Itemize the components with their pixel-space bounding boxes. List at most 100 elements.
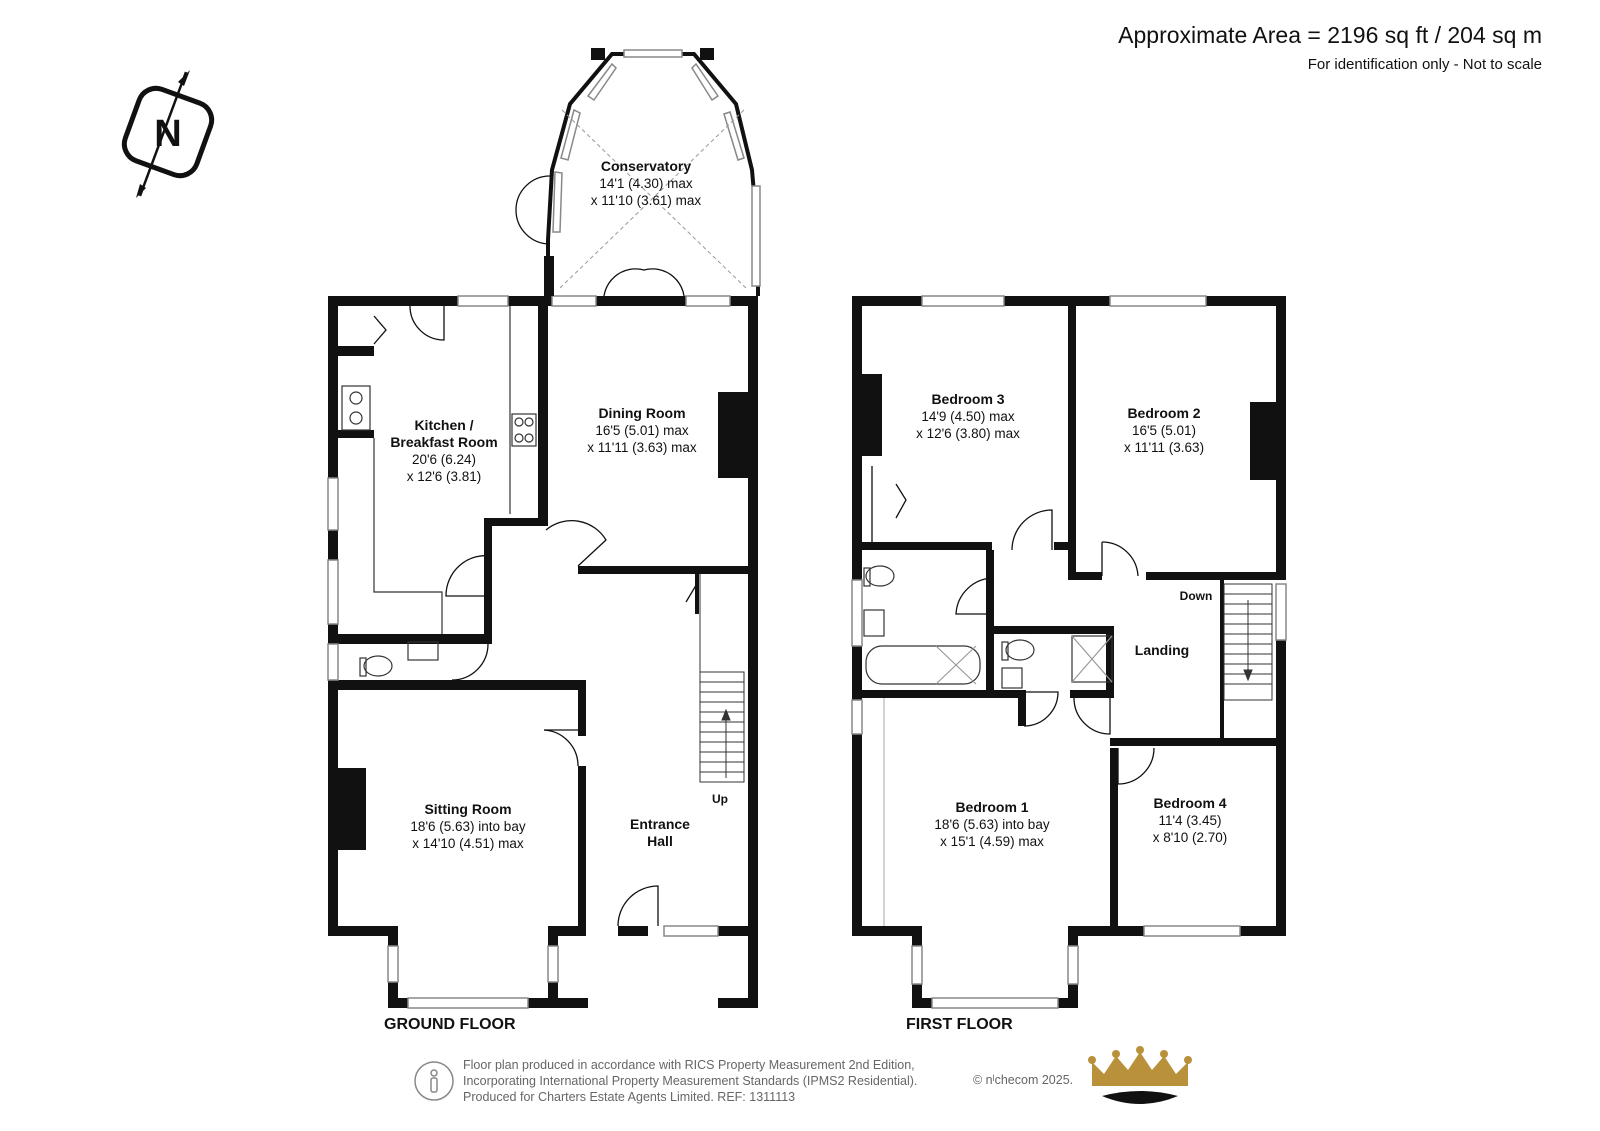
room-dim: x 15'1 (4.59) max: [940, 834, 1044, 849]
ground-floor-plan: [328, 296, 758, 1008]
wall: [484, 518, 492, 644]
footer-notes: Floor plan produced in accordance with R…: [463, 1057, 917, 1105]
wall: [852, 650, 862, 690]
room-dim: 20'6 (6.24): [412, 452, 476, 467]
worktop-edge: [373, 438, 443, 634]
first-floor-doors: [871, 466, 1155, 926]
window: [691, 62, 720, 102]
hob-icon: [511, 413, 537, 447]
first-floor-plan: [852, 296, 1286, 1008]
room-dim: 14'1 (4.30) max: [599, 176, 693, 191]
window: [911, 945, 923, 985]
door-swing: [445, 554, 493, 597]
window: [1275, 583, 1287, 641]
room-dim: x 12'6 (3.81): [407, 469, 482, 484]
first-stairs: [1223, 583, 1273, 701]
room-name-bedroom4: Bedroom 4: [1153, 795, 1226, 811]
footer-line: Floor plan produced in accordance with R…: [463, 1058, 915, 1072]
wall: [328, 926, 388, 936]
wall: [548, 926, 578, 936]
window: [552, 171, 563, 233]
ground-floor-label: GROUND FLOOR: [384, 1016, 516, 1033]
room-name-hall: Hall: [647, 833, 673, 849]
basin-icon: [863, 609, 885, 637]
door-swing: [1011, 509, 1053, 551]
window: [751, 185, 761, 287]
window: [547, 945, 559, 983]
wall: [388, 998, 408, 1008]
wall: [986, 550, 994, 690]
wall: [338, 430, 374, 438]
room-name-dining: Dining Room: [598, 405, 685, 421]
room-dim: 14'9 (4.50) max: [921, 409, 1015, 424]
conservatory-doors: [515, 175, 551, 245]
wall: [1146, 572, 1286, 580]
window: [663, 925, 719, 937]
room-name-kitchen: Breakfast Room: [390, 434, 497, 450]
wardrobe-door: [895, 483, 907, 519]
room-name-sitting: Sitting Room: [424, 801, 511, 817]
wall: [328, 296, 538, 306]
room-name-bedroom2: Bedroom 2: [1127, 405, 1200, 421]
wall: [852, 926, 912, 936]
basin-icon: [1001, 667, 1023, 689]
wall: [578, 680, 586, 736]
wall: [862, 690, 1024, 698]
wall: [1220, 578, 1224, 738]
room-name-kitchen: Kitchen /: [414, 417, 473, 433]
kitchen-fittings: [341, 306, 537, 677]
cupboard-door: [373, 315, 387, 345]
door-swing: [543, 729, 579, 767]
bath-icon: [865, 645, 981, 685]
window: [457, 295, 509, 307]
wall: [328, 634, 488, 644]
north-letter: N: [154, 113, 181, 155]
room-name-hall: Entrance: [630, 816, 690, 832]
wall: [328, 680, 586, 690]
wall: [1054, 542, 1076, 550]
ground-floor-doors: [373, 268, 699, 927]
stairs-down-label: Down: [1180, 589, 1213, 603]
room-dim: x 14'10 (4.51) max: [412, 836, 524, 851]
window: [723, 111, 745, 161]
room-dim: 11'4 (3.45): [1158, 813, 1221, 828]
copyright-notice: © nˡchecom 2025.: [973, 1073, 1074, 1087]
room-dim: 16'5 (5.01): [1132, 423, 1196, 438]
wall: [1110, 748, 1118, 936]
door-swing: [1073, 697, 1111, 735]
approximate-area: Approximate Area = 2196 sq ft / 204 sq m: [1118, 22, 1542, 48]
room-dim: x 12'6 (3.80) max: [916, 426, 1020, 441]
window: [931, 997, 1059, 1009]
wall: [1106, 626, 1114, 698]
window: [851, 699, 863, 735]
window: [387, 945, 399, 983]
toilet-icon: [363, 655, 393, 677]
chimney-breast: [718, 392, 748, 478]
door-swing: [1101, 541, 1139, 577]
room-dim: x 8'10 (2.70): [1153, 830, 1228, 845]
first-floor-windows: [851, 295, 1287, 1009]
wall: [1276, 296, 1286, 576]
wall: [862, 542, 992, 550]
toilet-icon: [865, 565, 895, 587]
room-name-landing: Landing: [1135, 642, 1189, 658]
wall: [1070, 690, 1114, 698]
wall: [538, 296, 548, 520]
toilet-icon: [1005, 639, 1035, 661]
footer-line: Incorporating International Property Mea…: [463, 1074, 918, 1088]
wall: [994, 626, 1114, 634]
wall: [1276, 640, 1286, 936]
window: [921, 295, 1005, 307]
wall: [912, 998, 932, 1008]
door-swing: [955, 577, 995, 615]
ground-floor-windows: [327, 295, 731, 1009]
room-dim: x 11'11 (3.63) max: [587, 440, 697, 455]
room-name-bedroom1: Bedroom 1: [955, 799, 1028, 815]
room-dim: x 11'11 (3.63): [1124, 440, 1204, 455]
window: [851, 579, 863, 647]
door-swing: [617, 885, 659, 927]
door-leaf: [685, 581, 699, 603]
door-swing: [409, 305, 445, 341]
door-swing: [1023, 691, 1059, 727]
window: [327, 477, 339, 531]
